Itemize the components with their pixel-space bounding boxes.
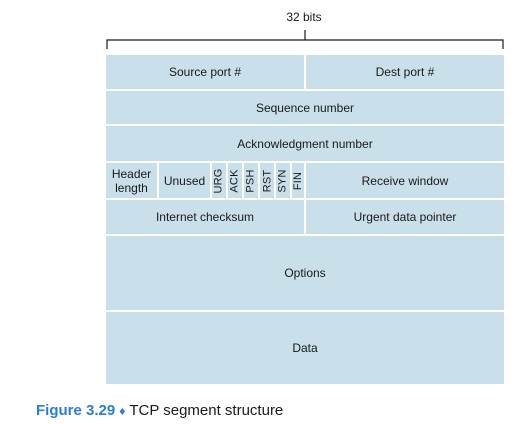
figure-caption: Figure 3.29♦TCP segment structure — [36, 402, 283, 419]
options-field: Options — [106, 236, 504, 310]
flag-ack: ACK — [228, 163, 242, 198]
diamond-icon: ♦ — [119, 404, 126, 418]
unused-field: Unused — [159, 163, 210, 198]
flag-urg: URG — [212, 163, 226, 198]
receive-window-field: Receive window — [306, 163, 504, 198]
internet-checksum-field: Internet checksum — [106, 200, 304, 234]
width-brace — [106, 30, 504, 49]
flag-rst-label: RST — [261, 169, 274, 192]
flag-urg-label: URG — [213, 167, 226, 194]
urgent-data-pointer-field: Urgent data pointer — [306, 200, 504, 234]
flag-fin: FIN — [292, 163, 304, 198]
width-label: 32 bits — [286, 10, 322, 24]
figure-title: TCP segment structure — [129, 402, 284, 419]
flag-psh-label: PSH — [245, 168, 257, 193]
flag-psh: PSH — [244, 163, 258, 198]
flag-ack-label: ACK — [229, 168, 241, 193]
flag-syn: SYN — [276, 163, 290, 198]
flag-fin-label: FIN — [292, 171, 305, 190]
sequence-number-field: Sequence number — [106, 91, 504, 124]
flag-syn-label: SYN — [277, 168, 289, 193]
acknowledgment-number-field: Acknowledgment number — [106, 126, 504, 161]
header-length-label-line1: Header — [111, 166, 152, 181]
data-field: Data — [106, 312, 504, 384]
figure-number: Figure 3.29 — [36, 402, 116, 419]
header-length-field: Header length — [106, 163, 157, 198]
header-length-label-line2: length — [115, 180, 148, 195]
source-port-field: Source port # — [106, 55, 304, 89]
flag-rst: RST — [260, 163, 274, 198]
dest-port-field: Dest port # — [306, 55, 504, 89]
